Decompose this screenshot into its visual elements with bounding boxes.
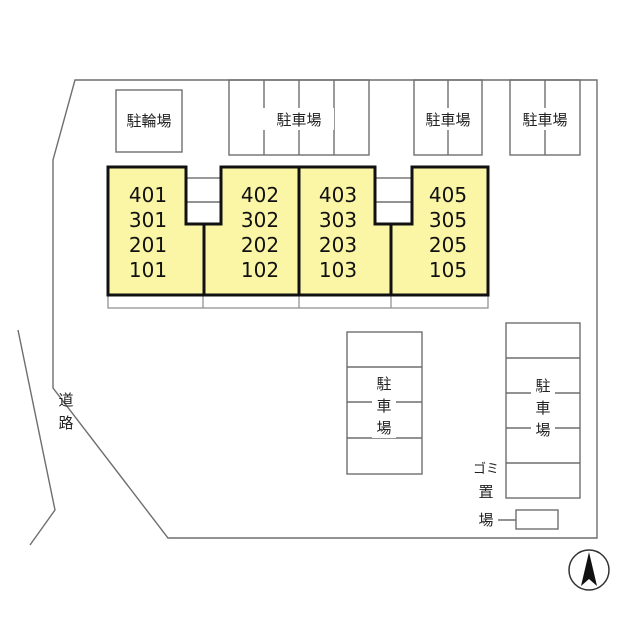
parking-middle-label-2: 車	[376, 397, 391, 415]
parking-top-right2-label: 駐車場	[522, 111, 567, 129]
svg-text:305: 305	[429, 208, 467, 232]
svg-text:403: 403	[319, 183, 357, 207]
svg-text:402: 402	[241, 183, 279, 207]
parking-right-label-2: 車	[535, 399, 550, 417]
svg-text:202: 202	[241, 233, 279, 257]
unit-numbers-building-4: 405 305 205 105	[429, 183, 467, 282]
svg-text:303: 303	[319, 208, 357, 232]
svg-text:302: 302	[241, 208, 279, 232]
unit-numbers-building-3: 403 303 203 103	[319, 183, 357, 282]
road-line-left	[17, 329, 56, 546]
garbage-label-2: 置	[478, 483, 493, 501]
svg-text:103: 103	[319, 258, 357, 282]
bicycle-parking-label: 駐輪場	[126, 112, 171, 130]
site-boundary	[52, 79, 598, 539]
garbage-label-1: ゴミ	[473, 461, 499, 477]
svg-text:201: 201	[129, 233, 167, 257]
stair-connector-2	[373, 177, 413, 225]
svg-text:102: 102	[241, 258, 279, 282]
road-label-2: 路	[58, 414, 73, 432]
unit-numbers-building-1: 401 301 201 101	[129, 183, 167, 282]
garbage-label-3: 場	[478, 511, 493, 529]
north-arrow-icon	[568, 549, 610, 591]
garbage-area	[515, 509, 559, 530]
svg-text:101: 101	[129, 258, 167, 282]
svg-text:405: 405	[429, 183, 467, 207]
road-label-1: 道	[58, 391, 73, 409]
stair-connector-1	[185, 177, 223, 225]
parking-top-center-label: 駐車場	[276, 111, 321, 129]
parking-middle-label-1: 駐	[376, 375, 391, 393]
building-unit-4	[389, 165, 490, 297]
svg-text:203: 203	[319, 233, 357, 257]
unit-numbers-building-2: 402 302 202 102	[241, 183, 279, 282]
balcony-strip	[107, 294, 489, 309]
parking-top-right1-label: 駐車場	[425, 111, 470, 129]
parking-middle-label-3: 場	[376, 419, 391, 437]
svg-text:105: 105	[429, 258, 467, 282]
svg-text:301: 301	[129, 208, 167, 232]
parking-right-label-1: 駐	[535, 377, 550, 395]
svg-text:401: 401	[129, 183, 167, 207]
bicycle-parking-area	[115, 89, 183, 153]
svg-text:205: 205	[429, 233, 467, 257]
parking-right-label-3: 場	[535, 421, 550, 439]
